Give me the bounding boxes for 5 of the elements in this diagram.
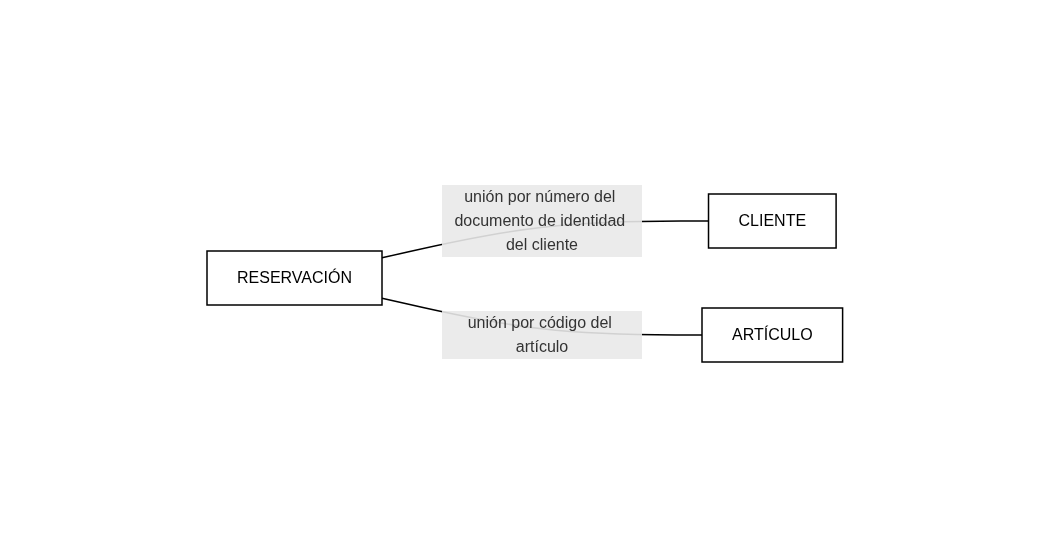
edge-label: unión por código del artículo [467,313,613,355]
edge-label: unión por número del documento de identidad del cliente [454,187,626,253]
node-box: ARTÍCULO [701,306,844,363]
node-box: CLIENTE [707,192,838,249]
node-box: RESERVACIÓN [206,249,383,306]
